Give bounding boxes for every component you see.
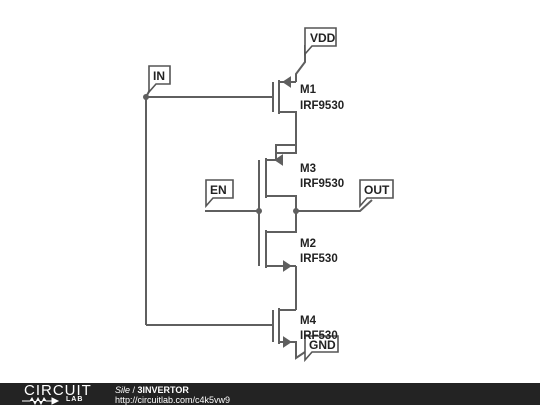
net-tag-en[interactable]: EN <box>205 179 234 209</box>
component-ref-m2: M2 <box>300 238 316 250</box>
transistor-m4 <box>146 308 297 352</box>
net-label-en: EN <box>210 183 227 197</box>
circuit-name: 3INVERTOR <box>137 385 189 395</box>
wire-in <box>145 85 153 325</box>
component-ref-m3: M3 <box>300 163 316 175</box>
component-ref-m1: M1 <box>300 84 317 96</box>
footer-bar: CIRCUIT LAB Sile / 3INVERTOR http://circ… <box>0 383 540 405</box>
wire-gnd <box>295 351 306 360</box>
owner-link[interactable]: Sile <box>115 385 131 395</box>
circuit-url-link[interactable]: http://circuitlab.com/c4k5vw9 <box>115 395 231 405</box>
junction-out <box>293 208 299 214</box>
transistor-m3 <box>258 128 297 211</box>
component-part-m2: IRF530 <box>300 253 338 265</box>
junction-en <box>256 208 262 214</box>
schematic-canvas: VDD IN EN OUT GND M1 IRF9530 M3 IRF9530 … <box>143 27 394 363</box>
component-part-m1: IRF9530 <box>300 100 344 112</box>
wire-m1-m3 <box>275 128 297 153</box>
component-part-m3: IRF9530 <box>300 178 344 190</box>
net-tag-gnd[interactable]: GND <box>304 335 339 363</box>
junction-in <box>143 94 149 100</box>
net-label-gnd: GND <box>309 338 336 352</box>
net-label-in: IN <box>153 69 165 83</box>
transistor-m2 <box>258 228 297 272</box>
resistor-icon <box>22 397 60 405</box>
net-label-vdd: VDD <box>310 31 336 45</box>
circuit-title: Sile / 3INVERTOR <box>115 385 189 395</box>
wire-vdd <box>295 45 306 82</box>
component-ref-m4: M4 <box>300 315 317 327</box>
title-separator: / <box>130 385 138 395</box>
net-tag-in[interactable]: IN <box>148 65 171 95</box>
net-label-out: OUT <box>364 183 390 197</box>
brand-logo-text: CIRCUIT <box>24 382 92 399</box>
net-tag-vdd[interactable]: VDD <box>304 27 337 57</box>
net-tag-out[interactable]: OUT <box>359 179 394 209</box>
brand-logo-subtext: LAB <box>66 396 84 403</box>
component-part-m4: IRF530 <box>300 330 338 342</box>
wire-en <box>205 196 260 250</box>
transistor-m1 <box>146 76 297 128</box>
